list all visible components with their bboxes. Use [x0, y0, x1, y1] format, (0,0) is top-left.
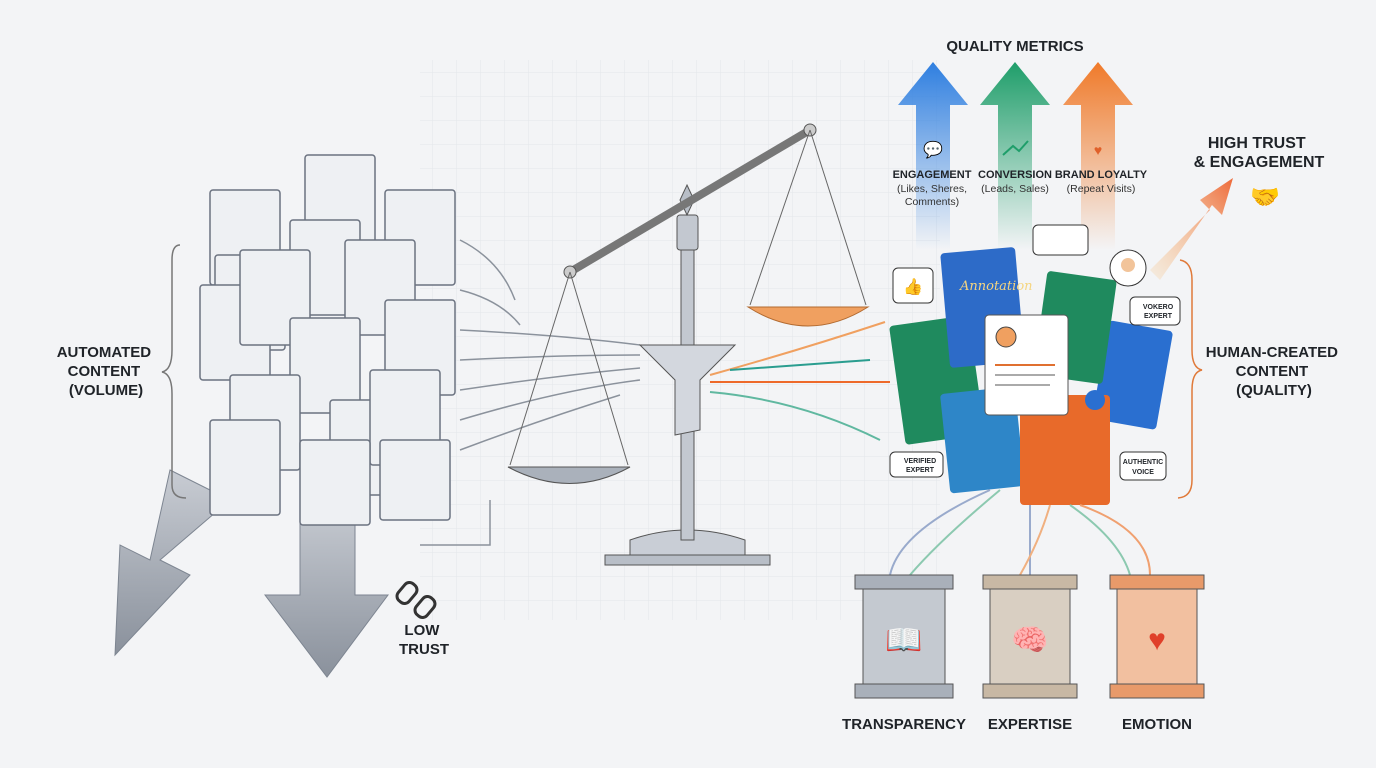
- brand-loyalty-arrow: [1063, 62, 1133, 250]
- low-trust-label: LOW TRUST: [399, 622, 449, 658]
- grid-background: [420, 60, 940, 620]
- chat-bubble-icon: [1032, 224, 1089, 256]
- conversion-arrow: [980, 62, 1050, 250]
- automated-content-stack: [114, 154, 456, 678]
- pillar-label-transparency: TRANSPARENCY: [842, 716, 966, 733]
- root-lines: [889, 489, 1151, 576]
- quality-metrics-title: QUALITY METRICS: [946, 38, 1083, 55]
- trend-up-icon: [1002, 140, 1029, 156]
- engagement-detail: (Likes, Sheres,Comments): [897, 183, 967, 208]
- engagement-arrow: [898, 62, 968, 250]
- output-flow-lines: [709, 321, 890, 441]
- flow-lines: [420, 239, 641, 546]
- brand-loyalty-label: BRAND LOYALTY: [1055, 169, 1148, 181]
- pillar-label-expertise: EXPERTISE: [988, 716, 1072, 733]
- handshake-icon: 🤝: [1250, 184, 1280, 211]
- high-trust-label: HIGH TRUST & ENGAGEMENT: [1194, 135, 1325, 171]
- brand-loyalty-detail: (Repeat Visits): [1067, 183, 1136, 195]
- heart-pulse-icon: ♥: [1148, 624, 1166, 657]
- automated-content-label: AUTOMATED CONTENT (VOLUME): [57, 344, 156, 399]
- pillar-expertise: 🧠: [982, 574, 1078, 699]
- left-bracket: [161, 244, 187, 499]
- thumbs-up-icon: 👍: [903, 277, 923, 296]
- conversion-label: CONVERSION: [978, 169, 1052, 181]
- conversion-detail: (Leads, Sales): [981, 183, 1049, 195]
- brain-gear-icon: 🧠: [1011, 624, 1048, 657]
- broken-link-icon: [395, 581, 437, 619]
- pillar-transparency: 📖: [854, 574, 954, 699]
- human-content-cluster: Annotation 👍: [889, 224, 1173, 505]
- pillar-emotion: ♥: [1109, 574, 1205, 699]
- doc-annotation-text: Annotation: [959, 279, 1033, 294]
- high-trust-arrow: [1150, 178, 1233, 280]
- pillar-label-emotion: EMOTION: [1122, 716, 1192, 733]
- chat-bubbles-icon: 💬: [923, 140, 943, 159]
- right-bracket: [1177, 259, 1203, 499]
- thumbs-up-bubble: [892, 267, 934, 304]
- ribbon-badge-icon: [1085, 390, 1105, 410]
- engagement-label: ENGAGEMENT: [893, 169, 972, 181]
- human-content-label: HUMAN-CREATED CONTENT (QUALITY): [1206, 344, 1342, 399]
- down-arrow-icon: [263, 499, 389, 678]
- heart-hand-icon: ♥: [1094, 142, 1102, 158]
- balance-scale-icon: [507, 123, 870, 566]
- book-magnifier-icon: 📖: [885, 624, 922, 657]
